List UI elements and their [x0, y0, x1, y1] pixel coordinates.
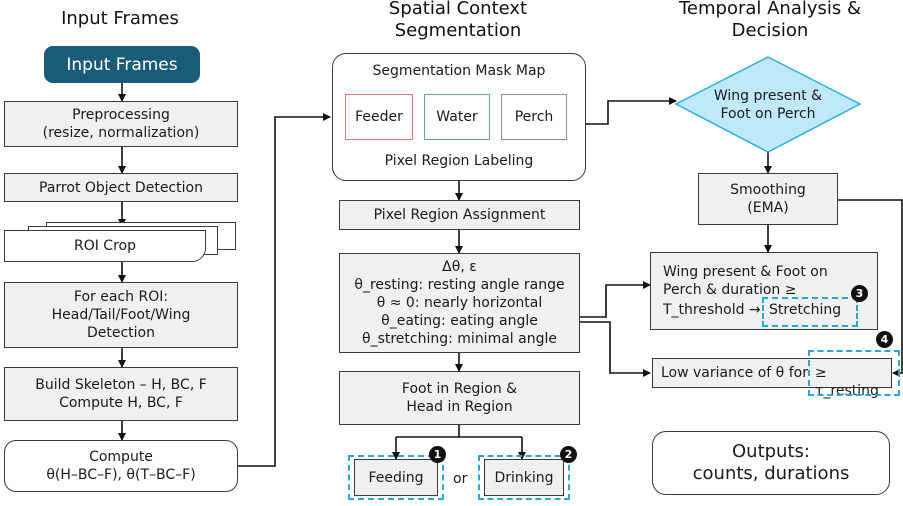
header-temporal-line2: Decision: [731, 20, 809, 41]
skeleton-box: Build Skeleton – H, BC, F Compute H, BC,…: [4, 367, 238, 421]
header-spatial-line2: Segmentation: [394, 20, 522, 41]
stretching-rule-box: Wing present & Foot on Perch & duration …: [650, 252, 878, 330]
decision-label: Wing present & Foot on Perch: [713, 88, 823, 122]
stretch-rule-line2: Perch & duration ≥: [663, 282, 797, 298]
pixel-region-assignment-box: Pixel Region Assignment: [339, 200, 580, 230]
outputs-box: Outputs: counts, durations: [652, 431, 890, 495]
object-detection-box: Parrot Object Detection: [4, 173, 238, 202]
drinking-highlight: [478, 455, 570, 500]
arrow-compute-to-segmentation: [238, 113, 331, 467]
header-spatial-line1: Spatial Context: [388, 0, 528, 19]
header-input-frames: Input Frames: [61, 8, 179, 29]
arrow-mask-to-decision: [586, 97, 677, 125]
arrow-angles-to-stretch-rule: [580, 281, 651, 318]
or-label: or: [453, 471, 468, 487]
badge-2: 2: [560, 446, 577, 463]
badge-4: 4: [876, 331, 893, 348]
arrow-angles-to-resting-rule: [580, 321, 651, 377]
badge-1: 1: [429, 446, 446, 463]
angle-thresholds-box: Δθ, ε θ_resting: resting angle range θ ≈…: [339, 253, 580, 353]
decision-diamond: [674, 56, 862, 153]
mask-map-footer: Pixel Region Labeling: [384, 153, 534, 169]
per-roi-detection-box: For each ROI: Head/Tail/Foot/Wing Detect…: [4, 282, 238, 348]
region-perch: Perch: [501, 94, 567, 140]
roi-crop-box: ROI Crop: [4, 230, 206, 262]
badge-3: 3: [851, 285, 868, 302]
input-frames-node: Input Frames: [44, 46, 200, 83]
stretch-rule-line3: T_threshold →: [663, 302, 761, 318]
region-feeder: Feeder: [345, 94, 413, 140]
feeding-highlight: [348, 455, 444, 500]
foot-head-region-box: Foot in Region & Head in Region: [339, 371, 580, 425]
resting-highlight: [808, 350, 900, 396]
arrow-smoothing-to-resting-rule: [838, 199, 903, 377]
header-temporal-line1: Temporal Analysis &: [678, 0, 862, 19]
stretching-highlight: [762, 297, 858, 327]
resting-rule-text: Low variance of θ for: [661, 365, 808, 381]
drinking-box: Drinking: [484, 459, 564, 496]
mask-map-title: Segmentation Mask Map: [372, 63, 546, 79]
smoothing-ema-box: Smoothing (EMA): [698, 173, 838, 225]
preprocessing-box: Preprocessing (resize, normalization): [4, 101, 238, 147]
stretch-rule-line1: Wing present & Foot on: [663, 264, 828, 280]
stretching-label: Stretching: [769, 302, 842, 318]
region-water: Water: [424, 94, 490, 140]
feeding-box: Feeding: [354, 459, 438, 496]
compute-angles-box: Compute θ(H–BC–F), θ(T–BC–F): [4, 440, 238, 492]
